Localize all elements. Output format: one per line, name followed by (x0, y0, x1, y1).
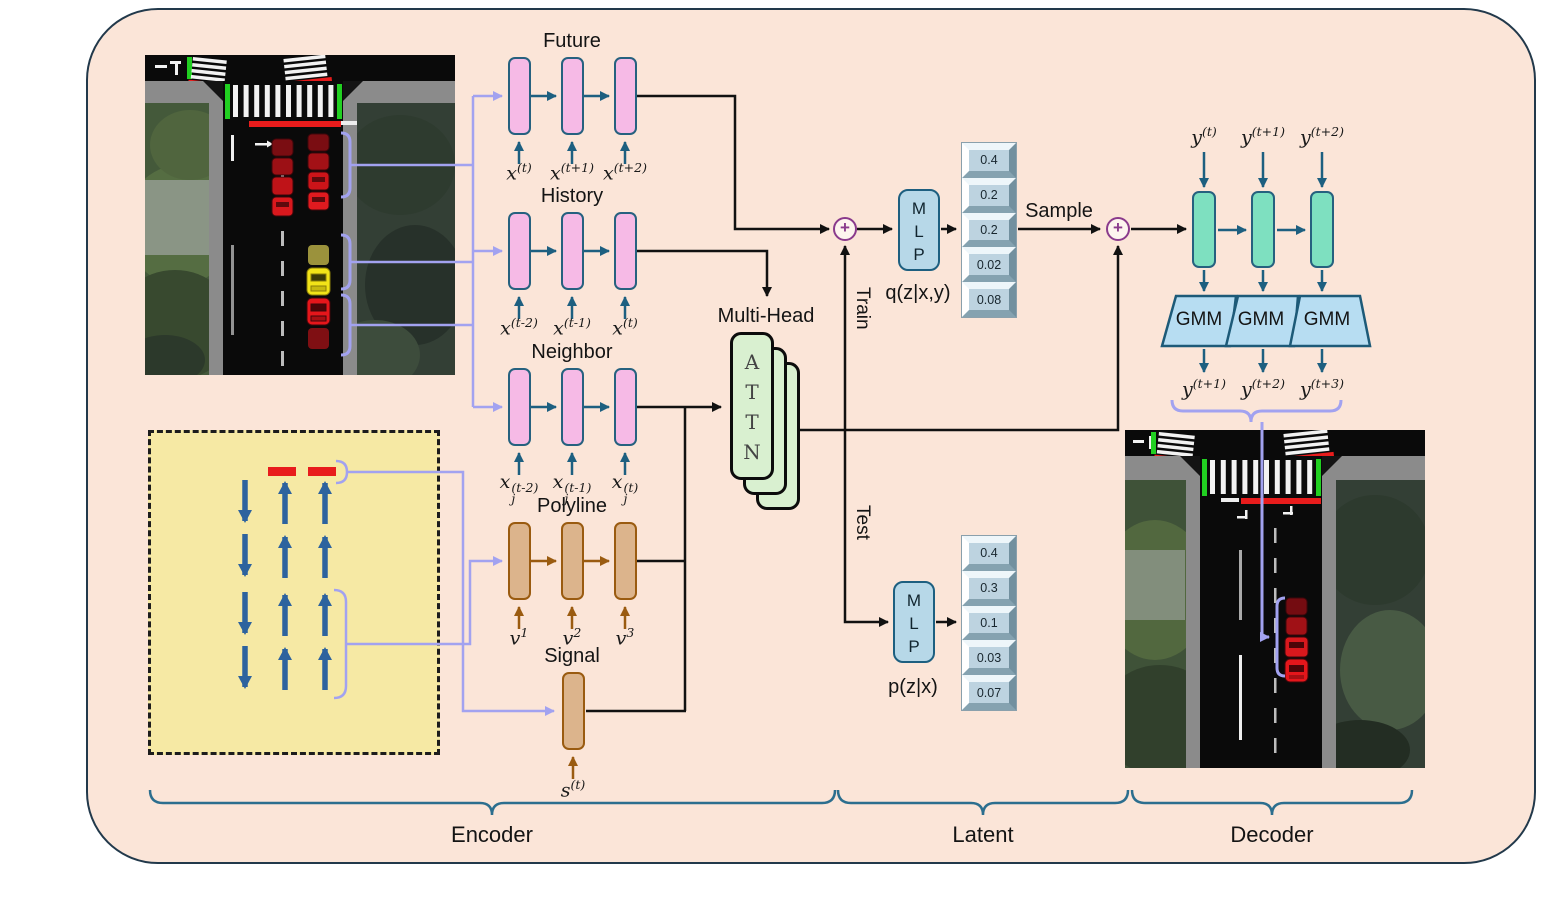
decoder-output-1: y(t+1) (1182, 376, 1226, 401)
future-cell-3 (614, 57, 637, 135)
follower-car (306, 297, 331, 326)
signal-input: s(t) (560, 777, 586, 802)
prob-cell: 0.3 (962, 570, 1016, 606)
history-cell-3 (614, 212, 637, 290)
future-input-3: x(t+2) (603, 160, 647, 185)
prob-cell: 0.2 (962, 212, 1016, 248)
future-input-1: x(t) (506, 160, 532, 185)
signal-cell (562, 672, 585, 750)
polyline-cell-2 (561, 522, 584, 600)
posterior-label: q(z|x,y) (885, 282, 951, 304)
section-encoder: Encoder (451, 822, 533, 847)
train-label: Train (852, 287, 873, 330)
decoder-cell-1 (1192, 191, 1216, 268)
neighbor-cell-1 (508, 368, 531, 446)
prob-cell: 0.4 (962, 143, 1016, 178)
decoder-input-3: y(t+2) (1300, 124, 1344, 149)
history-cell-2 (561, 212, 584, 290)
polyline-title: Polyline (536, 495, 608, 517)
gmm-label-1: GMM (1175, 309, 1223, 330)
decoder-input-1: y(t) (1191, 124, 1217, 149)
decoder-output-3: y(t+3) (1300, 376, 1344, 401)
gmm-label-2: GMM (1237, 309, 1285, 330)
neighbor-title: Neighbor (531, 341, 613, 363)
prediction-scene-image (1125, 430, 1425, 768)
attn-letter: N (743, 440, 761, 464)
neighbor-input-1: x(t-2)j (499, 471, 539, 506)
history-input-2: x(t-1) (553, 315, 591, 340)
attn-letter: T (745, 410, 759, 434)
test-label: Test (852, 505, 873, 540)
future-cell-1 (508, 57, 531, 135)
ego-car (306, 267, 331, 296)
future-cell-2 (561, 57, 584, 135)
sum-node-train: + (833, 217, 857, 241)
future-input-2: x(t+1) (550, 160, 594, 185)
prob-cell: 0.4 (962, 536, 1016, 571)
neighbor-input-2: x(t-1)j (552, 471, 592, 506)
future-title: Future (543, 30, 601, 52)
history-title: History (540, 185, 604, 207)
signal-title: Signal (544, 645, 600, 667)
polyline-input-3: v3 (615, 625, 635, 650)
polyline-input-2: v2 (562, 625, 582, 650)
attn-letter: A (744, 350, 760, 374)
section-decoder: Decoder (1230, 822, 1314, 847)
prob-cell: 0.2 (962, 177, 1016, 213)
neighbor-cell-3 (614, 368, 637, 446)
prior-label: p(z|x) (888, 676, 938, 698)
map-context-box (148, 430, 440, 755)
multi-head-label: Multi-Head (717, 305, 815, 327)
section-latent: Latent (952, 822, 1014, 847)
polyline-cell-3 (614, 522, 637, 600)
neighbor-cars-right (307, 133, 330, 211)
polyline-input-1: v1 (509, 625, 529, 650)
prob-cell: 0.1 (962, 605, 1016, 641)
prediction-bracket (1275, 596, 1286, 678)
history-input-1: x(t-2) (500, 315, 538, 340)
attn-card-front: A T T N (730, 332, 774, 480)
decoder-cell-2 (1251, 191, 1275, 268)
sum-node-sample: + (1106, 217, 1130, 241)
sample-label: Sample (1025, 200, 1093, 222)
decoder-cell-3 (1310, 191, 1334, 268)
neighbor-input-3: x(t)j (611, 471, 639, 506)
posterior-distribution-stack: 0.4 0.2 0.2 0.02 0.08 (961, 142, 1017, 318)
gmm-label-3: GMM (1303, 309, 1351, 330)
decoder-input-2: y(t+1) (1241, 124, 1285, 149)
decoder-output-2: y(t+2) (1241, 376, 1285, 401)
prob-cell: 0.08 (962, 282, 1016, 317)
input-scene-image (145, 55, 455, 375)
prob-cell: 0.02 (962, 247, 1016, 283)
history-cell-1 (508, 212, 531, 290)
polyline-cell-1 (508, 522, 531, 600)
neighbor-cell-2 (561, 368, 584, 446)
attn-letter: T (745, 380, 759, 404)
prior-distribution-stack: 0.4 0.3 0.1 0.03 0.07 (961, 535, 1017, 711)
history-input-3: x(t) (612, 315, 638, 340)
prob-cell: 0.07 (962, 675, 1016, 710)
prob-cell: 0.03 (962, 640, 1016, 676)
